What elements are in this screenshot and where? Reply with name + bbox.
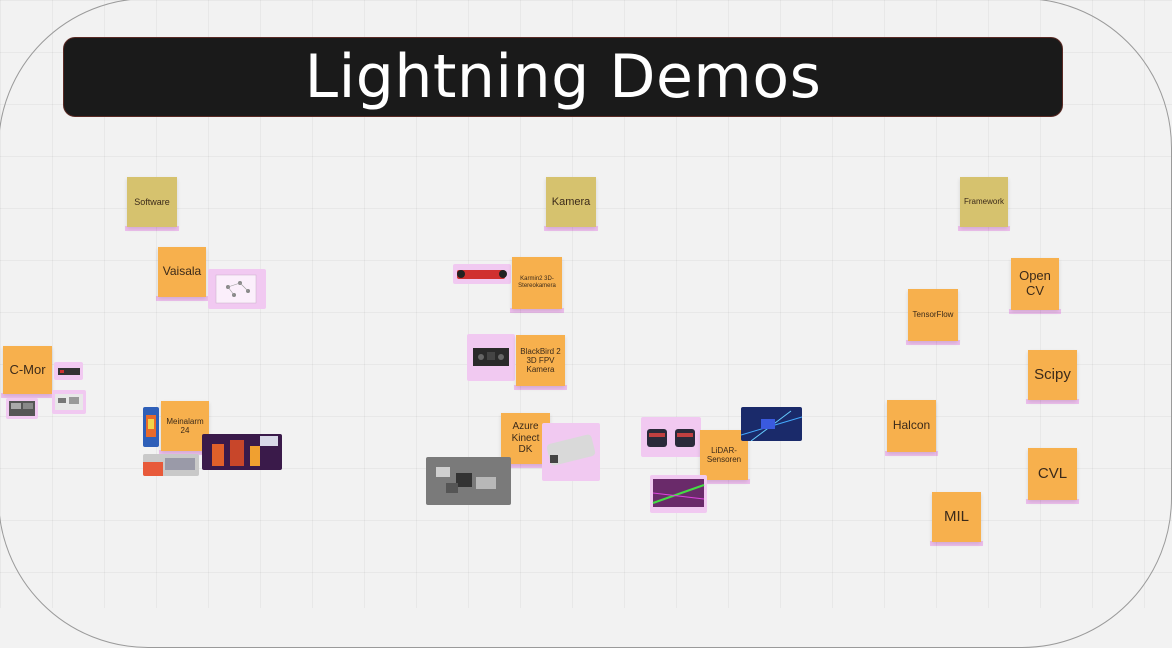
vaisala-diagram-image[interactable] [208, 269, 266, 309]
camera-thumbnail-icon [457, 270, 507, 279]
cmor-device-image[interactable] [54, 362, 83, 380]
thermal-image-1[interactable] [143, 407, 159, 447]
visualization-thumbnail-icon [652, 479, 705, 507]
sticky-note-scipy[interactable]: Scipy [1026, 350, 1079, 404]
thermal-thumbnail-icon [212, 436, 278, 466]
camera-thumbnail-icon [473, 348, 509, 366]
sticky-note-vaisala[interactable]: Vaisala [156, 247, 208, 301]
sticky-note-framework[interactable]: Framework [958, 177, 1010, 231]
title-banner[interactable]: Lightning Demos [63, 37, 1063, 117]
azure-kinect-image[interactable] [542, 423, 600, 481]
sticky-note-azure[interactable]: Azure Kinect DK [499, 413, 552, 468]
device-thumbnail-icon [436, 467, 496, 493]
sticky-note-cmor[interactable]: C-Mor [1, 346, 54, 398]
visualization-thumbnail-icon [741, 410, 802, 441]
lidar-visualization-image-1[interactable] [741, 407, 802, 441]
sticky-note-opencv[interactable]: Open CV [1009, 258, 1061, 314]
thermal-thumbnail-icon [146, 415, 156, 437]
screenshot-thumbnail-icon [9, 401, 35, 416]
sticky-note-blackbird[interactable]: BlackBird 2 3D FPV Kamera [514, 335, 567, 390]
sticky-note-tensorflow[interactable]: TensorFlow [906, 289, 960, 345]
sticky-note-halcon[interactable]: Halcon [885, 400, 938, 456]
cmor-screenshot-image-1[interactable] [6, 398, 38, 419]
blackbird-camera-image[interactable] [467, 334, 515, 381]
azure-exploded-view-image[interactable] [426, 457, 511, 505]
lidar-sensor-image[interactable] [641, 417, 701, 457]
thermal-image-2[interactable] [143, 454, 199, 476]
board-title: Lightning Demos [304, 42, 822, 112]
sticky-note-software[interactable]: Software [125, 177, 179, 231]
sticky-note-karmin[interactable]: Karmin2 3D-Stereokamera [510, 257, 564, 313]
thermal-image-3[interactable] [202, 434, 282, 470]
thermal-thumbnail-icon [143, 458, 195, 476]
sensor-thumbnail-icon [647, 429, 695, 447]
sticky-note-mil[interactable]: MIL [930, 492, 983, 546]
sticky-note-lidar[interactable]: LiDAR-Sensoren [698, 430, 750, 484]
karmin-camera-image[interactable] [453, 264, 511, 284]
sticky-note-cvl[interactable]: CVL [1026, 448, 1079, 504]
device-thumbnail-icon [546, 434, 596, 466]
screenshot-thumbnail-icon [55, 394, 83, 410]
lidar-visualization-image-2[interactable] [650, 475, 707, 513]
sticky-note-kamera[interactable]: Kamera [544, 177, 598, 231]
device-thumbnail-icon [58, 368, 80, 375]
cmor-screenshot-image-2[interactable] [52, 390, 86, 414]
diagram-thumbnail-icon [215, 274, 257, 304]
